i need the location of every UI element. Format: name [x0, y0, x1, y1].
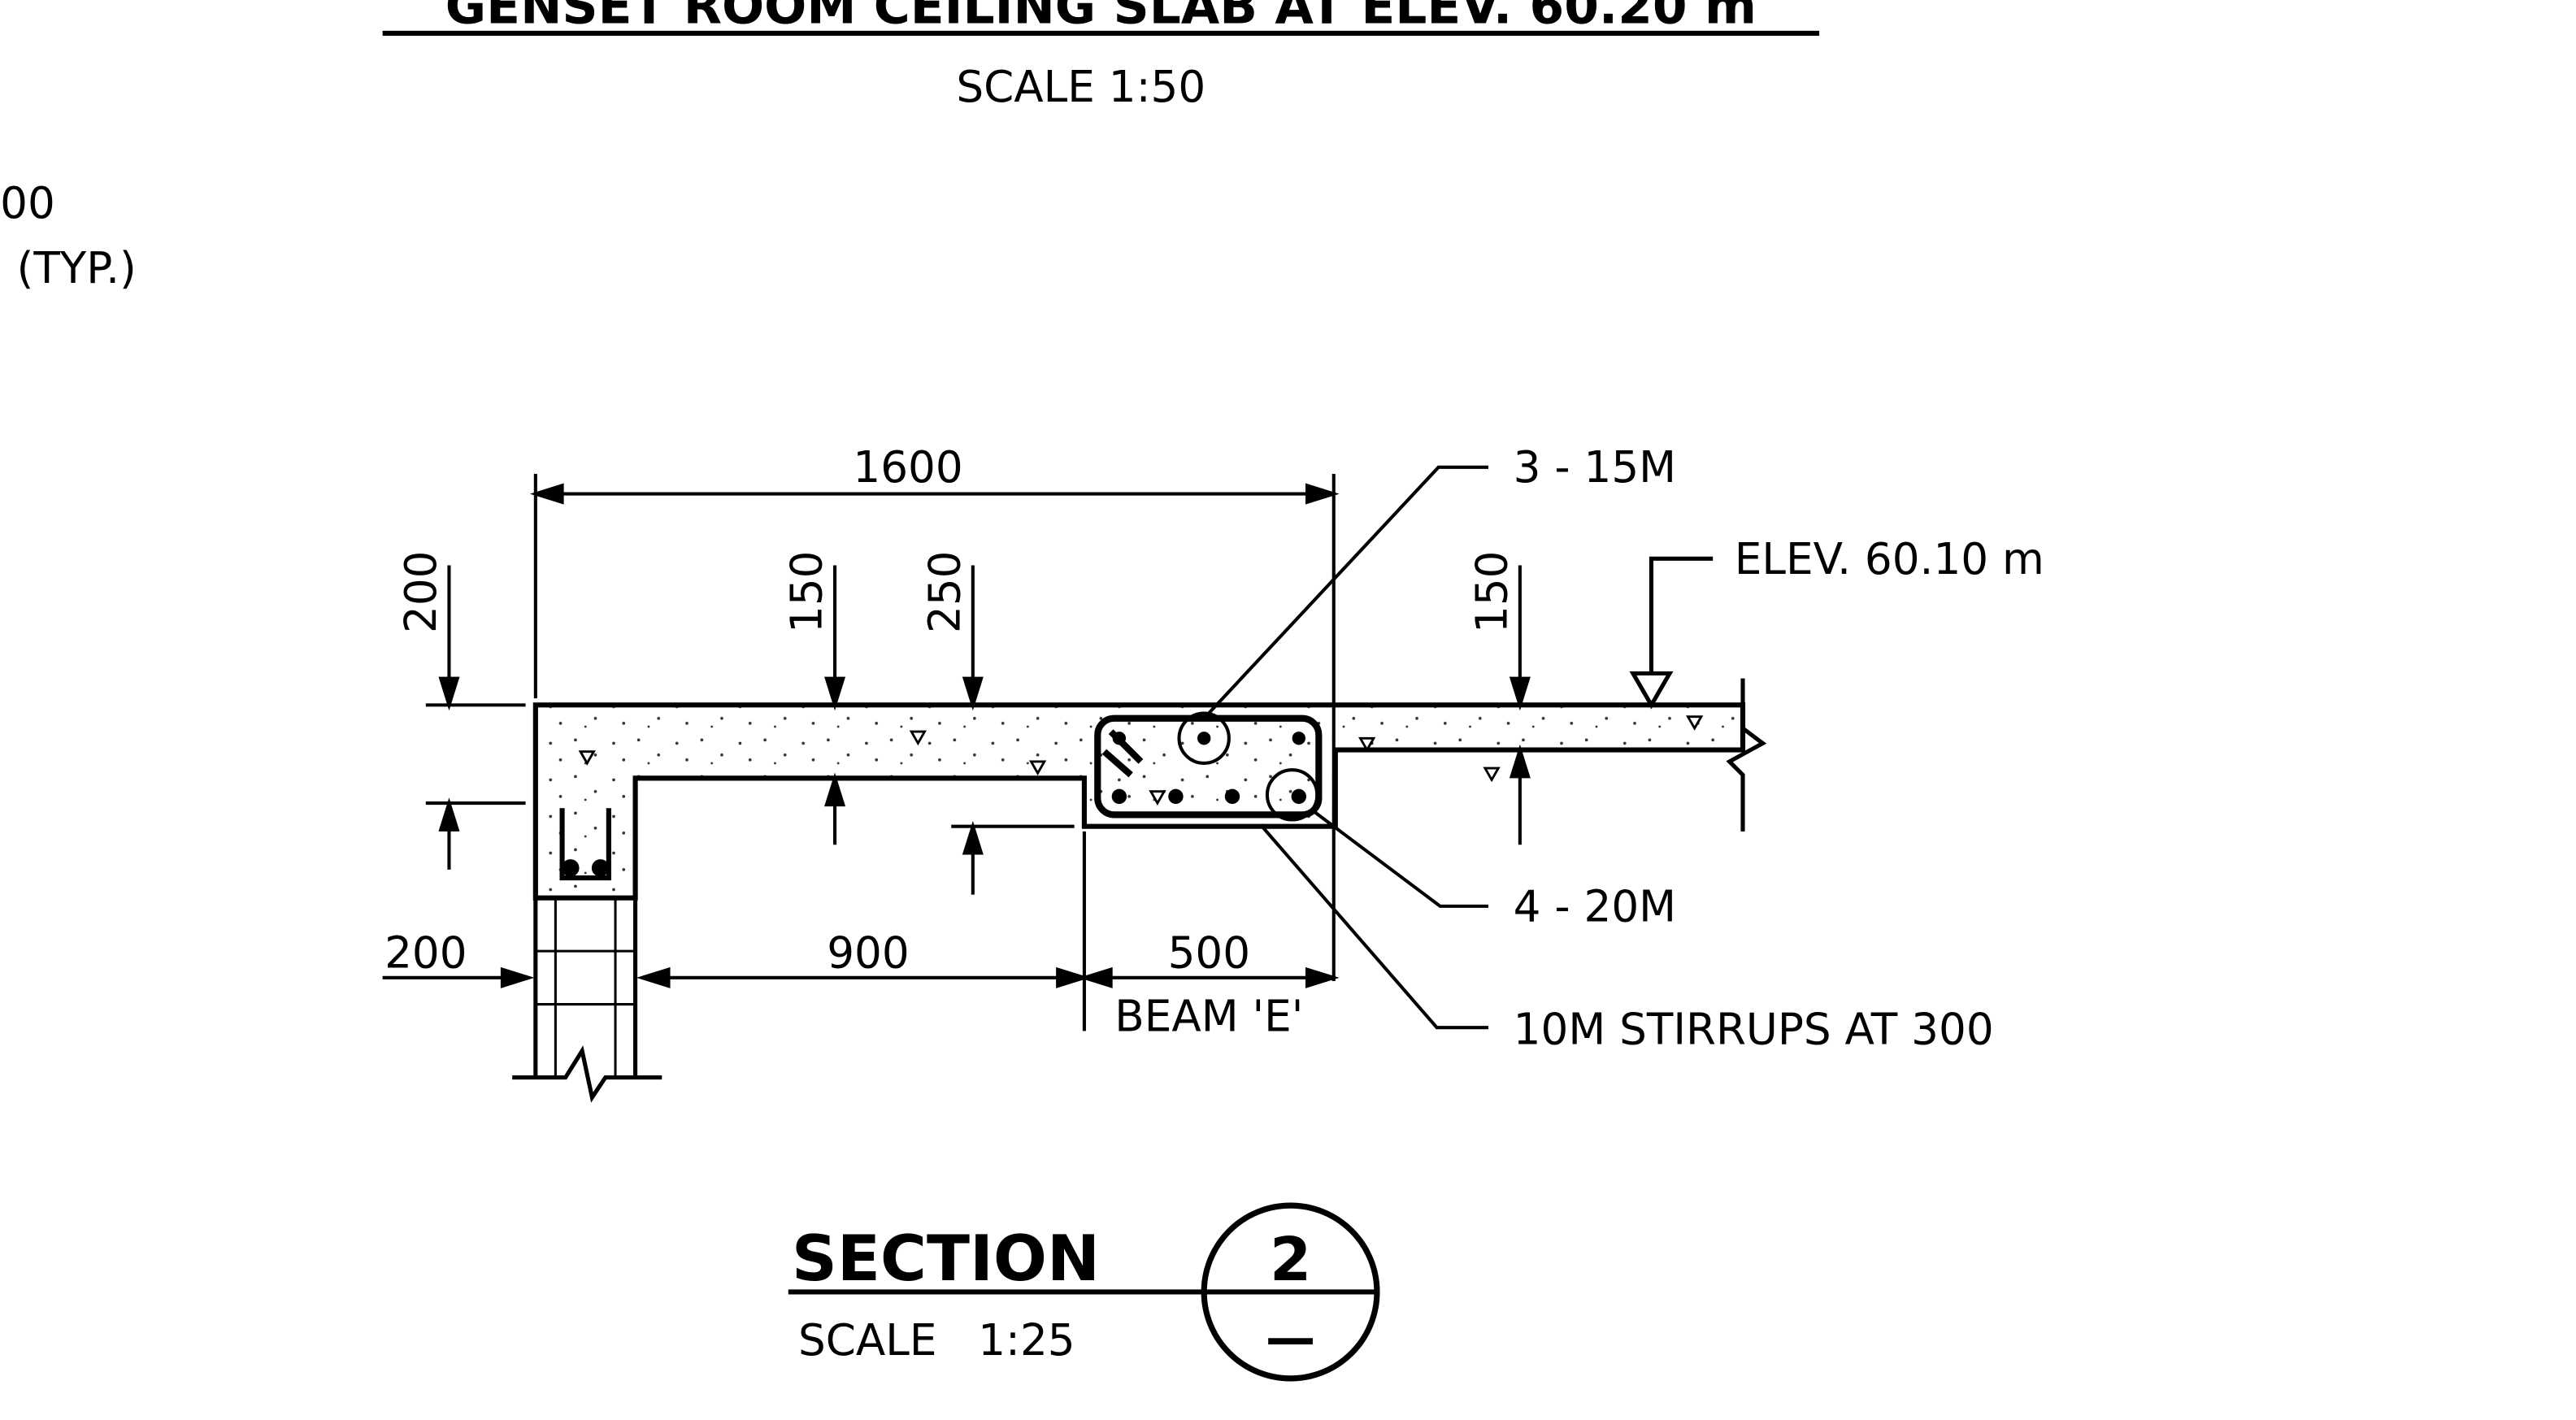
dim-500: 500 [1168, 928, 1251, 979]
dim-900: 900 [827, 928, 910, 979]
section-number: 2 [1270, 1226, 1311, 1295]
elevation-marker [1629, 556, 1714, 710]
leader-stirrups [1259, 823, 1489, 1030]
leader-top-bars [1202, 465, 1489, 720]
bottom-bar [1291, 788, 1307, 805]
beam-label: BEAM 'E' [1114, 991, 1303, 1041]
top-bar [1112, 732, 1127, 745]
leader-lines [1202, 465, 1489, 1030]
section-title-block: SECTION SCALE 1:25 2 — [788, 1202, 1380, 1382]
drawing-scale: SCALE 1:50 [956, 62, 1205, 112]
slab-section [512, 556, 1767, 1103]
bottom-bar [1111, 788, 1127, 805]
callout-top-bars: 3 - 15M [1514, 442, 1676, 493]
break-line-wall [512, 1045, 662, 1103]
beam-stirrup [1094, 714, 1323, 819]
leader-bottom-bars [1312, 810, 1489, 908]
dim-200-slab: 200 [396, 551, 446, 634]
top-bar [1292, 732, 1305, 745]
top-bar [1197, 732, 1211, 745]
bottom-bar [1224, 788, 1240, 805]
left-fragment-2: (TYP.) [17, 243, 137, 293]
break-line-slab [1726, 678, 1767, 832]
section-scale: SCALE 1:25 [798, 1315, 1075, 1366]
section-label: SECTION [792, 1222, 1100, 1296]
callout-stirrups: 10M STIRRUPS AT 300 [1514, 1005, 1994, 1055]
dim-1600: 1600 [853, 442, 962, 493]
aggregate-marks [578, 715, 1704, 806]
dim-150-b: 150 [1467, 551, 1518, 634]
wall-stirrup [559, 808, 611, 881]
beam-reinforcement [1094, 711, 1323, 822]
callout-elevation: ELEV. 60.10 m [1735, 534, 2044, 584]
dim-150-a: 150 [782, 551, 832, 634]
wall-section [512, 808, 662, 1103]
bottom-bar-callout-ring [1265, 768, 1319, 822]
dimension-lines [382, 474, 1531, 1031]
left-fragment-1: 00 [0, 178, 55, 228]
callout-text: 3 - 15M ELEV. 60.10 m 4 - 20M 10M STIRRU… [1514, 442, 2044, 1054]
slab-outline [532, 702, 1746, 901]
top-bar-callout-ring [1177, 711, 1231, 766]
bottom-bar [1168, 788, 1184, 805]
dim-200-wall: 200 [384, 928, 467, 979]
callout-bottom-bars: 4 - 20M [1514, 881, 1676, 931]
dim-250: 250 [919, 551, 970, 634]
dimension-text: 1600 200 150 250 150 200 900 500 BEAM 'E… [384, 442, 1517, 1041]
drawing-title: GENSET ROOM CEILING SLAB AT ELEV. 60.20 … [445, 0, 1757, 36]
header: GENSET ROOM CEILING SLAB AT ELEV. 60.20 … [0, 0, 1820, 293]
sheet-reference: — [1266, 1309, 1315, 1367]
